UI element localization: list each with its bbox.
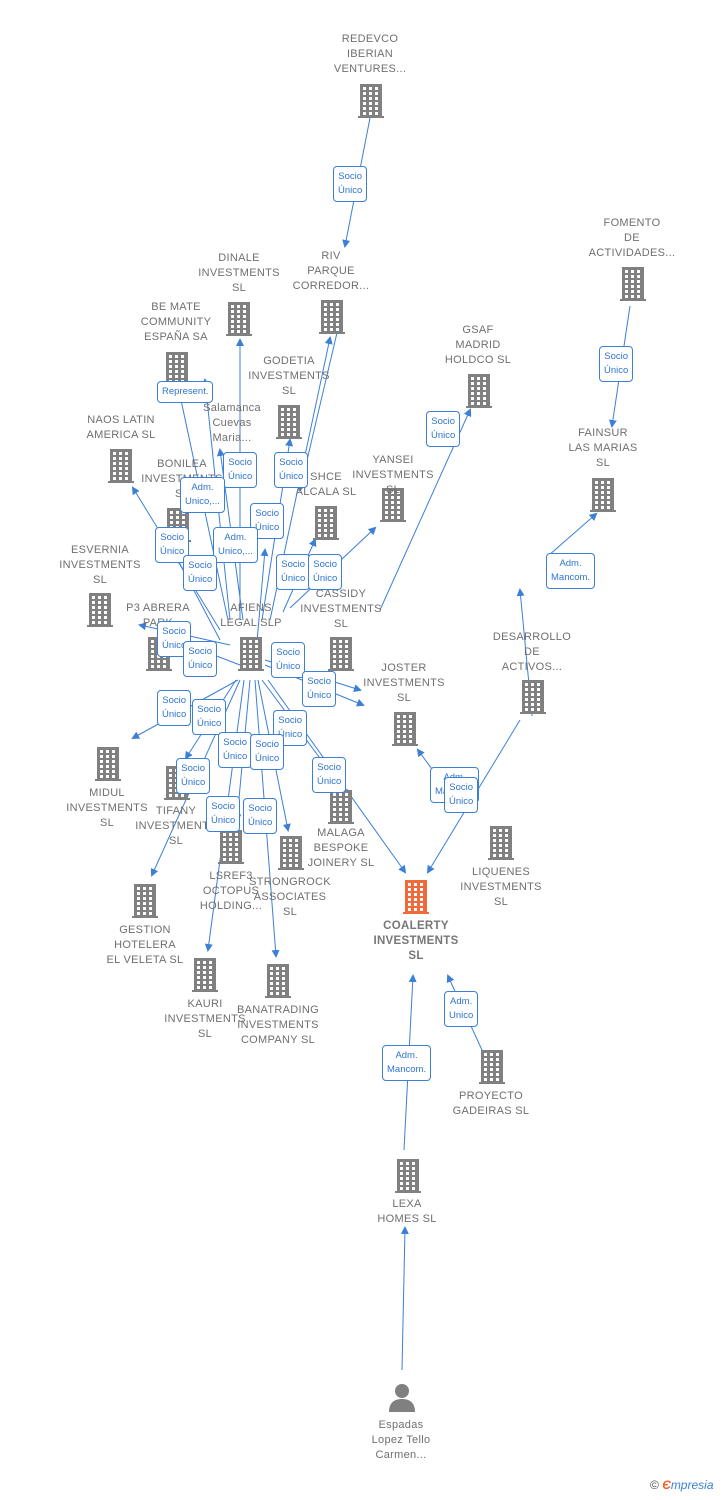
edge-line	[547, 512, 598, 557]
relation-label[interactable]: Socio Único	[599, 346, 634, 382]
node-label-riv[interactable]: RIV PARQUE CORREDOR...	[292, 250, 370, 292]
node-label-strongrock[interactable]: STRONGROCK ASSOCIATES SL	[249, 876, 331, 918]
building-icon[interactable]	[108, 449, 134, 483]
relation-label[interactable]: Socio Único	[312, 757, 347, 793]
node-label-redevco[interactable]: REDEVCO IBERIAN VENTURES...	[333, 33, 407, 75]
relation-label[interactable]: Socio Único	[183, 555, 218, 591]
building-icon[interactable]	[238, 637, 264, 671]
node-label-godetia[interactable]: GODETIA INVESTMENTS SL	[248, 355, 330, 397]
node-label-tifany[interactable]: TIFANY INVESTMENTS SL	[135, 805, 217, 847]
brand-logo-e: Є	[662, 1478, 671, 1492]
brand-logo-text: mpresia	[670, 1478, 714, 1492]
building-icon[interactable]	[479, 1050, 505, 1084]
relation-label[interactable]: Adm. Unico,...	[180, 477, 225, 513]
node-label-coalerty[interactable]: COALERTY INVESTMENTS SL	[373, 920, 459, 962]
building-icon[interactable]	[403, 880, 429, 914]
building-icon[interactable]	[132, 884, 158, 918]
building-icon[interactable]	[95, 747, 121, 781]
relation-label[interactable]: Socio Único	[192, 699, 227, 735]
building-icon[interactable]	[358, 84, 384, 118]
node-label-banatrading[interactable]: BANATRADING INVESTMENTS COMPANY SL	[237, 1004, 319, 1046]
node-label-liquenes[interactable]: LIQUENES INVESTMENTS SL	[460, 866, 542, 908]
node-label-gestion[interactable]: GESTION HOTELERA EL VELETA SL	[106, 924, 184, 966]
node-label-naos[interactable]: NAOS LATIN AMERICA SL	[86, 414, 156, 441]
relation-label[interactable]: Socio Único	[274, 452, 309, 488]
relation-label[interactable]: Socio Único	[218, 732, 253, 768]
node-label-lsref3[interactable]: LSREF3 OCTOPUS HOLDING...	[199, 870, 263, 912]
building-icon[interactable]	[278, 836, 304, 870]
relation-label[interactable]: Socio Único	[223, 452, 258, 488]
relation-label[interactable]: Socio Único	[271, 642, 306, 678]
node-label-gsaf[interactable]: GSAF MADRID HOLDCO SL	[444, 324, 512, 366]
node-label-fainsur[interactable]: FAINSUR LAS MARIAS SL	[568, 427, 638, 469]
brand-watermark: © Єmpresia	[650, 1478, 714, 1492]
relation-label[interactable]: Socio Único	[444, 777, 479, 813]
relation-label[interactable]: Adm. Mancom.	[382, 1045, 432, 1081]
relation-label[interactable]: Adm. Unico	[444, 991, 479, 1027]
relation-label[interactable]: Socio Único	[308, 554, 343, 590]
node-label-kauri[interactable]: KAURI INVESTMENTS SL	[164, 998, 246, 1040]
relation-label[interactable]: Socio Único	[206, 796, 241, 832]
relation-label[interactable]: Adm. Unico,...	[213, 527, 258, 563]
relation-label[interactable]: Socio Único	[183, 641, 218, 677]
relation-label[interactable]: Adm. Mancom.	[546, 553, 596, 589]
node-label-afiens[interactable]: AFIENS LEGAL SLP	[220, 602, 282, 629]
building-icon[interactable]	[313, 506, 339, 540]
building-icon[interactable]	[620, 267, 646, 301]
building-icon[interactable]	[392, 712, 418, 746]
node-label-midul[interactable]: MIDUL INVESTMENTS SL	[66, 787, 148, 829]
node-label-salamanca[interactable]: Salamanca Cuevas Maria...	[203, 402, 261, 444]
node-label-proyecto[interactable]: PROYECTO GADEIRAS SL	[452, 1090, 530, 1117]
building-icon[interactable]	[380, 488, 406, 522]
building-icon[interactable]	[218, 830, 244, 864]
relation-label[interactable]: Socio Único	[243, 798, 278, 834]
building-icon[interactable]	[319, 300, 345, 334]
building-icon[interactable]	[192, 958, 218, 992]
building-icon[interactable]	[520, 680, 546, 714]
relation-label[interactable]: Socio Único	[302, 671, 337, 707]
node-label-malaga[interactable]: MALAGA BESPOKE JOINERY SL	[307, 827, 375, 869]
node-label-dinale[interactable]: DINALE INVESTMENTS SL	[198, 252, 280, 294]
node-label-fomento[interactable]: FOMENTO DE ACTIVIDADES...	[588, 217, 676, 259]
node-label-shce[interactable]: SHCE ALCALA SL	[295, 471, 357, 498]
icons-layer	[87, 84, 646, 1412]
building-icon[interactable]	[328, 790, 354, 824]
building-icon[interactable]	[265, 964, 291, 998]
building-icon[interactable]	[488, 826, 514, 860]
building-icon[interactable]	[466, 374, 492, 408]
building-icon[interactable]	[328, 637, 354, 671]
node-label-desarrollo[interactable]: DESARROLLO DE ACTIVOS...	[492, 631, 572, 673]
relation-label[interactable]: Socio Único	[276, 554, 311, 590]
person-icon[interactable]	[389, 1384, 415, 1412]
copyright-symbol: ©	[650, 1478, 659, 1492]
relation-label[interactable]: Socio Único	[176, 758, 211, 794]
relation-label[interactable]: Socio Único	[426, 411, 461, 447]
node-label-espadas[interactable]: Espadas Lopez Tello Carmen...	[371, 1419, 431, 1461]
relation-label[interactable]: Socio Único	[333, 166, 368, 202]
node-label-bemate[interactable]: BE MATE COMMUNITY ESPAÑA SA	[140, 301, 212, 343]
building-icon[interactable]	[590, 478, 616, 512]
node-label-esvernia[interactable]: ESVERNIA INVESTMENTS SL	[59, 544, 141, 586]
relation-label[interactable]: Socio Único	[157, 690, 192, 726]
relation-label[interactable]: Socio Único	[250, 734, 285, 770]
node-label-lexa[interactable]: LEXA HOMES SL	[377, 1198, 437, 1225]
node-label-joster[interactable]: JOSTER INVESTMENTS SL	[363, 662, 445, 704]
node-label-yansei[interactable]: YANSEI INVESTMENTS SL	[352, 454, 434, 496]
edge-line	[400, 1226, 409, 1371]
node-label-cassidy[interactable]: CASSIDY INVESTMENTS SL	[300, 588, 382, 630]
building-icon[interactable]	[276, 405, 302, 439]
relation-label[interactable]: Represent.	[157, 381, 214, 403]
building-icon[interactable]	[226, 302, 252, 336]
building-icon[interactable]	[87, 593, 113, 627]
building-icon[interactable]	[395, 1159, 421, 1193]
